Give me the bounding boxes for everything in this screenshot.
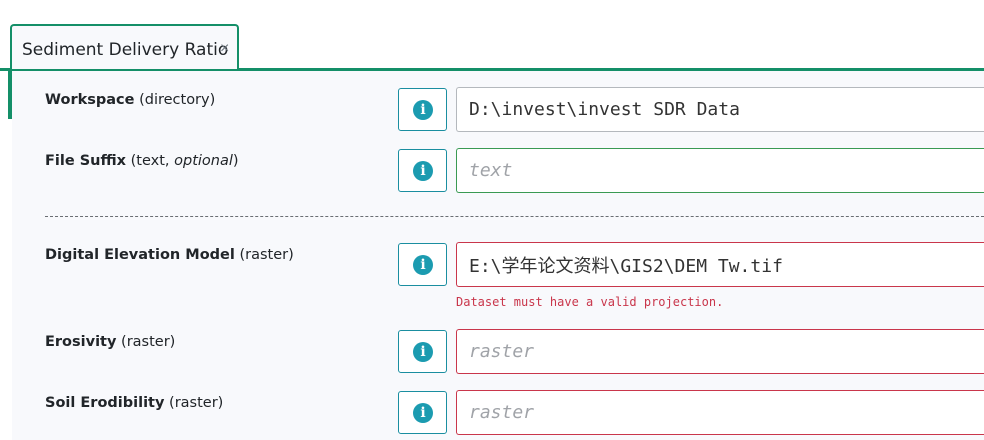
tab-side-accent: [8, 68, 12, 119]
file-suffix-label: File Suffix (text, optional): [45, 153, 239, 169]
erosivity-info-button[interactable]: i: [398, 330, 447, 373]
erosivity-label-name: Erosivity: [45, 334, 117, 350]
erosivity-input[interactable]: [456, 329, 984, 374]
dem-info-button[interactable]: i: [398, 243, 447, 286]
soil-erodibility-info-button[interactable]: i: [398, 391, 447, 434]
erosivity-label-type: (raster): [121, 334, 176, 350]
soil-erodibility-input[interactable]: [456, 390, 984, 435]
info-icon: i: [413, 161, 433, 181]
tab-underline: [0, 68, 984, 71]
file-suffix-type-optional: optional: [174, 153, 233, 169]
dem-label-name: Digital Elevation Model: [45, 247, 235, 263]
workspace-label: Workspace (directory): [45, 92, 215, 108]
info-icon: i: [413, 342, 433, 362]
info-icon: i: [413, 100, 433, 120]
dem-input[interactable]: [456, 242, 984, 287]
soil-erodibility-label-type: (raster): [169, 395, 224, 411]
soil-erodibility-label: Soil Erodibility (raster): [45, 395, 223, 411]
file-suffix-input[interactable]: [456, 148, 984, 193]
file-suffix-type-open: (text,: [130, 153, 175, 169]
file-suffix-label-type: (text, optional): [131, 153, 239, 169]
soil-erodibility-label-name: Soil Erodibility: [45, 395, 165, 411]
erosivity-label: Erosivity (raster): [45, 334, 175, 350]
file-suffix-type-close: ): [232, 153, 239, 169]
tab-sediment-delivery-ratio[interactable]: Sediment Delivery Ratio ×: [10, 24, 239, 69]
info-icon: i: [413, 403, 433, 423]
args-form: Workspace (directory) i File Suffix (tex…: [12, 71, 984, 440]
workspace-label-name: Workspace: [45, 92, 135, 108]
workspace-info-button[interactable]: i: [398, 88, 447, 131]
info-icon: i: [413, 255, 433, 275]
dem-error-message: Dataset must have a valid projection.: [456, 295, 724, 309]
close-icon[interactable]: ×: [220, 40, 230, 57]
dem-label-type: (raster): [239, 247, 294, 263]
section-divider: [45, 216, 984, 217]
file-suffix-label-name: File Suffix: [45, 153, 127, 169]
dem-label: Digital Elevation Model (raster): [45, 247, 294, 263]
file-suffix-info-button[interactable]: i: [398, 149, 447, 192]
tab-title: Sediment Delivery Ratio: [22, 40, 229, 60]
workspace-label-type: (directory): [139, 92, 216, 108]
workspace-input[interactable]: [456, 87, 984, 132]
